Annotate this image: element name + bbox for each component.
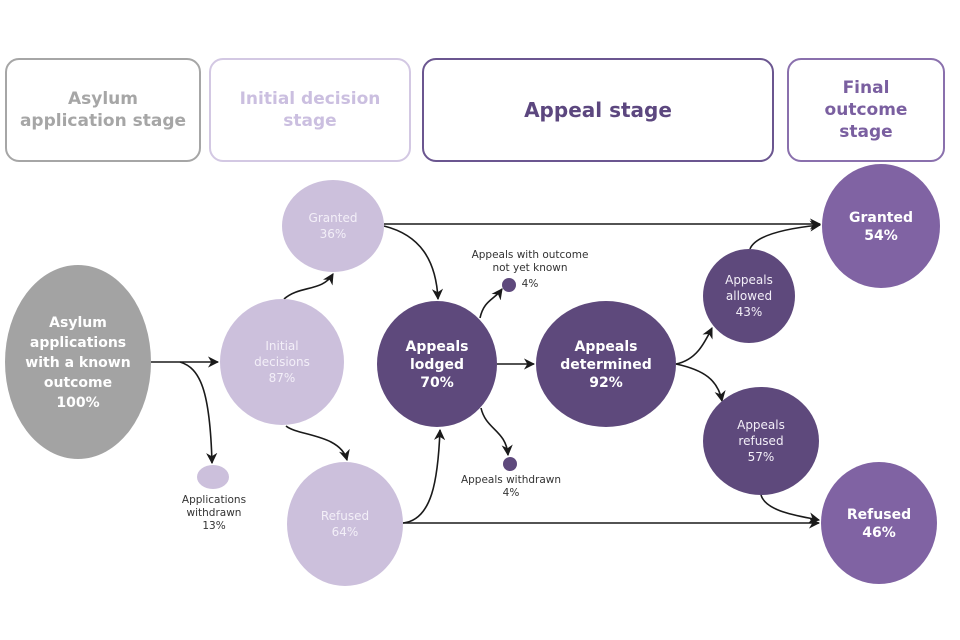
node-label-appeals-determined: determined (560, 357, 651, 373)
node-label-initial-granted: Granted (309, 211, 358, 225)
node-label-initial-decisions: Initial (265, 339, 298, 353)
node-label-applications: outcome (44, 375, 112, 391)
arrow-initial-decisions-to-initial-refused (285, 425, 350, 462)
node-circle-appeals-determined (536, 301, 676, 427)
node-initial-decisions: Initial decisions 87% (220, 299, 344, 425)
node-label-applications-withdrawn: 13% (202, 520, 225, 532)
stage-header-final-outcome: Final outcome stage (787, 58, 945, 162)
node-label-initial-refused: Refused (321, 509, 369, 523)
arrow-appeals-allowed-to-final-granted (749, 220, 822, 250)
node-circle-applications (5, 265, 151, 459)
node-circle-appeals-lodged (377, 301, 497, 427)
node-initial-granted: Granted 36% (282, 180, 384, 272)
node-appeals-lodged: Appeals lodged 70% (377, 301, 497, 427)
arrow-initial-refused-to-appeals-lodged (402, 428, 446, 524)
node-label-initial-decisions: 87% (269, 371, 296, 385)
edges-layer (151, 218, 822, 529)
node-label-applications: Asylum (49, 315, 107, 331)
node-label-appeals-lodged: Appeals (406, 339, 469, 355)
node-applications: Asylum applications with a known outcome 100… (5, 265, 151, 459)
node-appeals-refused: Appeals refused 57% (703, 387, 819, 495)
arrow-appeals-determined-to-appeals-refused (675, 363, 726, 403)
node-circle-appeals-allowed (703, 249, 795, 343)
node-label-appeals-withdrawn: 4% (503, 487, 520, 499)
node-label-appeals-allowed: 43% (736, 305, 763, 319)
node-appeals-determined: Appeals determined 92% (536, 301, 676, 427)
node-circle-appeals-refused (703, 387, 819, 495)
arrow-appeals-lodged-to-appeals-withdrawn (480, 407, 513, 457)
node-final-refused: Refused 46% (821, 462, 937, 584)
node-label-initial-refused: 64% (332, 525, 359, 539)
node-circle-final-granted (822, 164, 940, 288)
stage-header-asylum-application: Asylum application stage (5, 58, 201, 162)
arrow-appeals-refused-to-final-refused (760, 494, 821, 524)
arrow-initial-granted-to-appeals-lodged (383, 225, 444, 301)
arrow-appeals-determined-to-appeals-allowed (675, 326, 713, 365)
stage-header-initial-decision: Initial decision stage (209, 58, 411, 162)
node-label-appeals-lodged: 70% (420, 375, 454, 391)
node-label-initial-decisions: decisions (254, 355, 310, 369)
node-circle-initial-refused (287, 462, 403, 586)
stage-header-appeal: Appeal stage (422, 58, 774, 162)
arrow-appeals-lodged-to-appeals-not-known (479, 288, 503, 319)
node-label-appeals-withdrawn: Appeals withdrawn (461, 474, 561, 486)
node-label-initial-granted: 36% (320, 227, 347, 241)
node-label-appeals-lodged: lodged (410, 357, 464, 373)
node-label-final-granted: Granted (849, 210, 913, 226)
node-label-appeals-not-known: not yet known (492, 262, 567, 274)
node-label-appeals-refused: Appeals (737, 418, 785, 432)
node-label-appeals-determined: 92% (589, 375, 623, 391)
node-label-applications: 100% (56, 395, 99, 411)
node-label-applications-withdrawn: withdrawn (187, 507, 242, 519)
node-final-granted: Granted 54% (822, 164, 940, 288)
arrow-initial-decisions-to-initial-granted (283, 273, 334, 300)
node-circle-final-refused (821, 462, 937, 584)
node-label-appeals-allowed: Appeals (725, 273, 773, 287)
node-label-applications: with a known (25, 355, 130, 371)
node-label-appeals-allowed: allowed (726, 289, 772, 303)
node-label-appeals-determined: Appeals (575, 339, 638, 355)
node-label-appeals-refused: 57% (748, 450, 775, 464)
node-label-applications: applications (30, 335, 126, 351)
nodes-layer: Asylum applications with a known outcome 100… (5, 164, 940, 586)
node-appeals-allowed: Appeals allowed 43% (703, 249, 795, 343)
node-label-final-refused: Refused (847, 507, 911, 523)
node-label-final-refused: 46% (862, 525, 896, 541)
node-circle-initial-decisions (220, 299, 344, 425)
node-label-appeals-refused: refused (738, 434, 783, 448)
node-circle-appeals-not-known (502, 278, 516, 292)
node-label-applications-withdrawn: Applications (182, 494, 246, 506)
node-label-appeals-not-known: Appeals with outcome (472, 249, 589, 261)
node-label-appeals-not-known: 4% (522, 278, 539, 290)
arrow-applications-to-applications-withdrawn (179, 361, 218, 465)
node-circle-initial-granted (282, 180, 384, 272)
node-initial-refused: Refused 64% (287, 462, 403, 586)
node-circle-applications-withdrawn (197, 465, 229, 489)
node-circle-appeals-withdrawn (503, 457, 517, 471)
node-label-final-granted: 54% (864, 228, 898, 244)
